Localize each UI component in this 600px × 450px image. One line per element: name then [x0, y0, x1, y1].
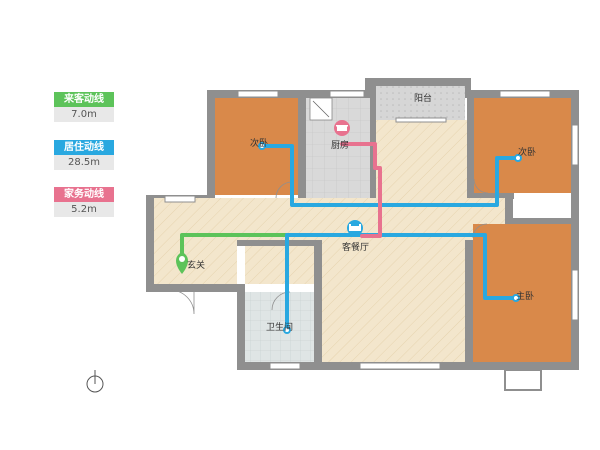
legend-living: 居住动线 28.5m — [54, 140, 114, 170]
legend-living-label: 居住动线 — [54, 140, 114, 155]
legend-guest-label: 来客动线 — [54, 92, 114, 107]
room-bay-window — [504, 369, 542, 391]
legend-chore-label: 家务动线 — [54, 187, 114, 202]
windows — [164, 90, 579, 370]
path-nodes — [258, 142, 522, 334]
label-bedroom-ne: 次卧 — [518, 146, 536, 158]
legend-chore: 家务动线 5.2m — [54, 187, 114, 217]
room-living-upper — [376, 120, 467, 198]
label-entrance: 玄关 — [187, 259, 205, 271]
room-living-lower — [322, 240, 465, 362]
compass-icon — [86, 370, 104, 393]
room-balcony — [376, 86, 465, 120]
living-path — [260, 144, 520, 332]
label-bedroom-nw: 次卧 — [250, 137, 268, 149]
room-bedroom-ne — [474, 98, 571, 193]
room-entrance — [154, 240, 237, 284]
kitchen-pot-icon — [334, 120, 350, 136]
legend-chore-value: 5.2m — [54, 202, 114, 217]
label-balcony: 阳台 — [414, 92, 432, 104]
room-master — [473, 224, 571, 362]
label-kitchen: 厨房 — [331, 139, 349, 151]
room-bathroom — [245, 292, 314, 362]
label-master: 主卧 — [516, 290, 534, 302]
room-hall-small — [245, 246, 314, 284]
label-bathroom: 卫生间 — [266, 321, 293, 333]
sofa-icon — [347, 220, 363, 236]
label-living: 客餐厅 — [342, 241, 369, 253]
person-pin-icon — [176, 252, 188, 274]
legend-living-value: 28.5m — [54, 155, 114, 170]
chore-path — [340, 142, 382, 238]
legend-guest-value: 7.0m — [54, 107, 114, 122]
legend-guest: 来客动线 7.0m — [54, 92, 114, 122]
